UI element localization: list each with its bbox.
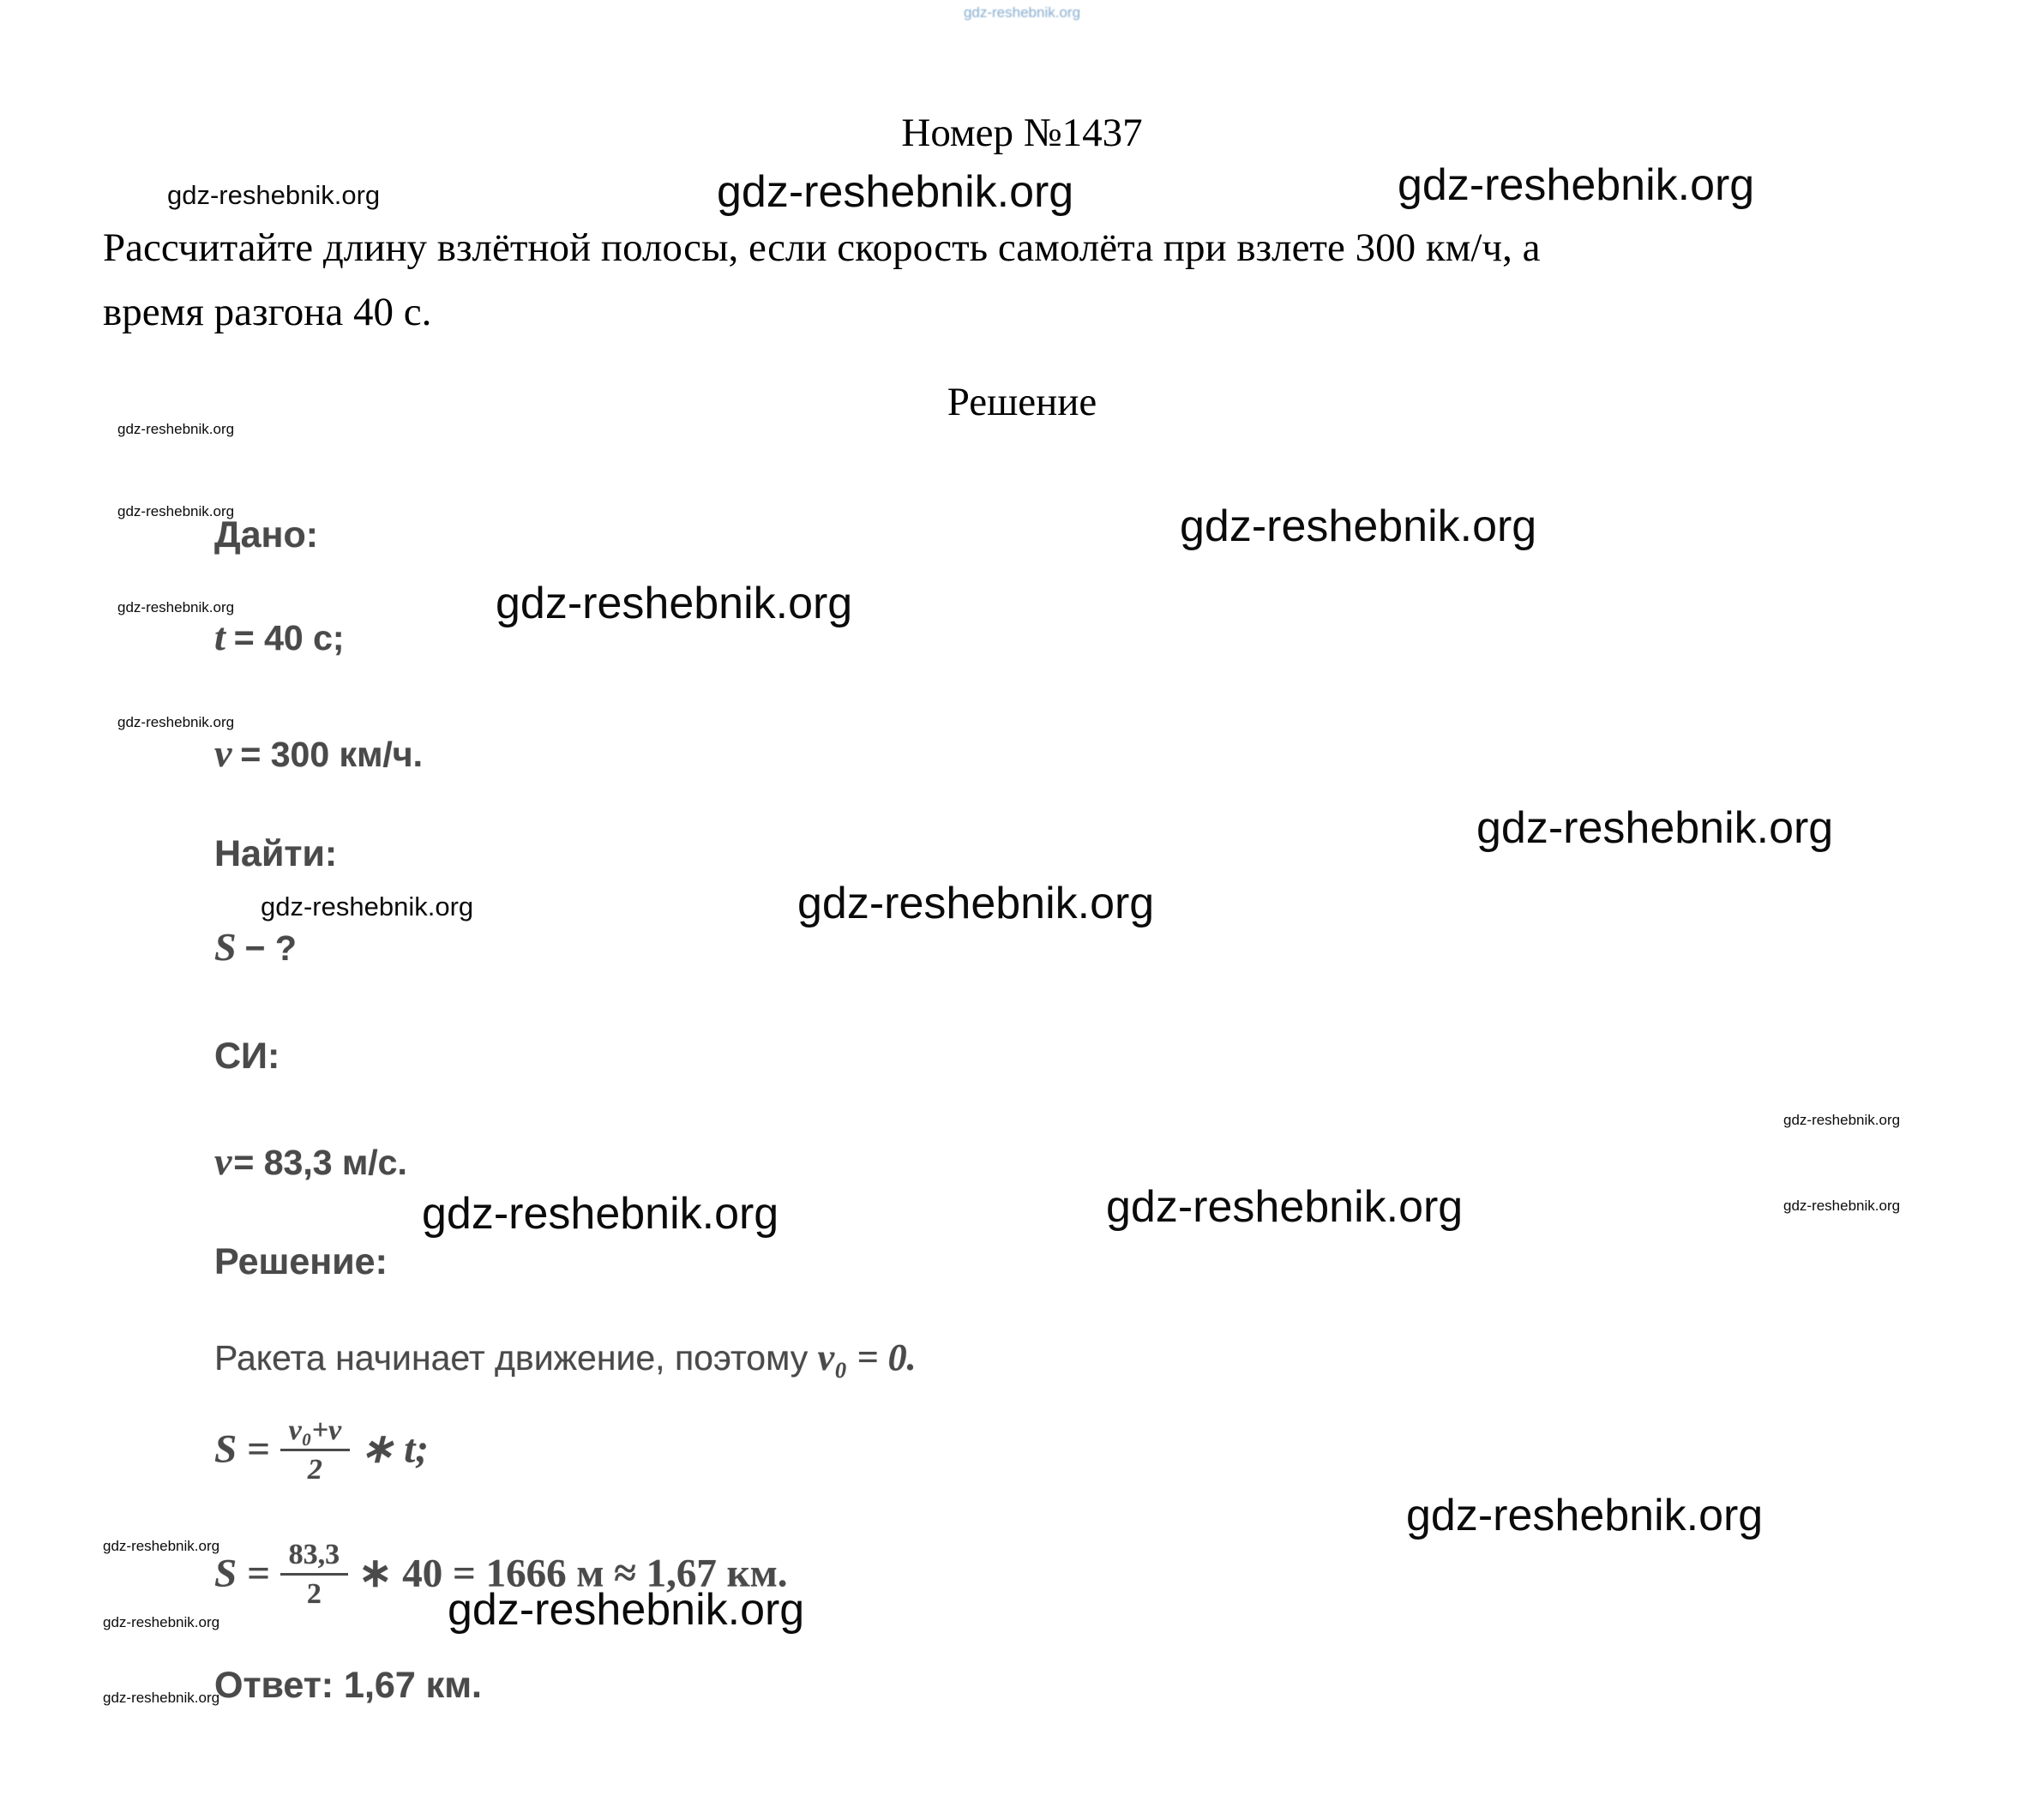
formula1-lhs: S = [214, 1426, 270, 1472]
given-speed-var: v [214, 731, 232, 775]
answer: Ответ: 1,67 км. [214, 1665, 482, 1706]
solution-note: Ракета начинает движение, поэтому v₀ = 0… [214, 1336, 917, 1379]
formula2-numerator: 83,3 [280, 1539, 349, 1576]
watermark: gdz-reshebnik.org [1783, 1198, 1901, 1214]
solution-heading: Решение [947, 380, 1097, 424]
watermark: gdz-reshebnik.org [103, 1538, 220, 1554]
watermark: gdz-reshebnik.org [261, 891, 474, 922]
solution-note-math: v₀ = 0. [817, 1336, 917, 1378]
formula1-numerator: v₀+v [280, 1414, 351, 1452]
watermark: gdz-reshebnik.org [1476, 803, 1834, 853]
watermark: gdz-reshebnik.org [167, 180, 381, 210]
problem-line-1: Рассчитайте длину взлётной полосы, если … [103, 225, 1541, 270]
problem-line-2: время разгона 40 с. [103, 290, 432, 335]
watermark: gdz-reshebnik.org [117, 599, 235, 615]
watermark: gdz-reshebnik.org [496, 579, 853, 628]
watermark: gdz-reshebnik.org [103, 1614, 220, 1630]
watermark: gdz-reshebnik.org [422, 1189, 779, 1239]
watermark: gdz-reshebnik.org [448, 1585, 805, 1635]
given-speed-value: = 300 км/ч. [240, 735, 423, 774]
page-title: Номер №1437 [901, 111, 1143, 155]
formula2-lhs: S = [214, 1551, 270, 1596]
watermark: gdz-reshebnik.org [117, 714, 235, 730]
solution-note-text: Ракета начинает движение, поэтому [214, 1338, 818, 1378]
watermark: gdz-reshebnik.org [103, 1690, 220, 1706]
si-value: v= 83,3 м/с. [214, 1138, 407, 1184]
formula2-denominator: 2 [306, 1578, 322, 1611]
si-label: СИ: [214, 1036, 280, 1077]
watermark: gdz-reshebnik.org [717, 167, 1074, 217]
watermark: gdz-reshebnik.org [1406, 1491, 1764, 1540]
formula1-denominator: 2 [307, 1454, 322, 1486]
watermark: gdz-reshebnik.org [117, 421, 235, 437]
si-speed-value: = 83,3 м/с. [233, 1143, 407, 1182]
find-label: Найти: [214, 833, 338, 874]
watermark: gdz-reshebnik.org [963, 4, 1081, 21]
formula1-rhs: ∗ t; [360, 1426, 429, 1472]
si-var: v [214, 1139, 232, 1183]
watermark: gdz-reshebnik.org [1783, 1112, 1901, 1128]
given-speed: v= 300 км/ч. [214, 730, 423, 776]
find-value: S− ? [214, 924, 297, 970]
given-time: t= 40 с; [214, 614, 345, 659]
solution-label: Решение: [214, 1241, 388, 1282]
watermark: gdz-reshebnik.org [1180, 501, 1537, 551]
given-time-value: = 40 с; [233, 618, 345, 657]
formula2-rhs: ∗ 40 = 1666 м ≈ 1,67 км. [358, 1551, 788, 1596]
find-var: S [214, 925, 237, 969]
watermark: gdz-reshebnik.org [1398, 160, 1755, 210]
dano-label: Дано: [214, 514, 319, 555]
watermark: gdz-reshebnik.org [1106, 1182, 1464, 1232]
given-time-var: t [214, 615, 225, 658]
problem-statement: Рассчитайте длину взлётной полосы, если … [103, 216, 1955, 345]
find-question: − ? [244, 928, 297, 968]
watermark: gdz-reshebnik.org [797, 879, 1155, 928]
watermark: gdz-reshebnik.org [117, 503, 235, 519]
